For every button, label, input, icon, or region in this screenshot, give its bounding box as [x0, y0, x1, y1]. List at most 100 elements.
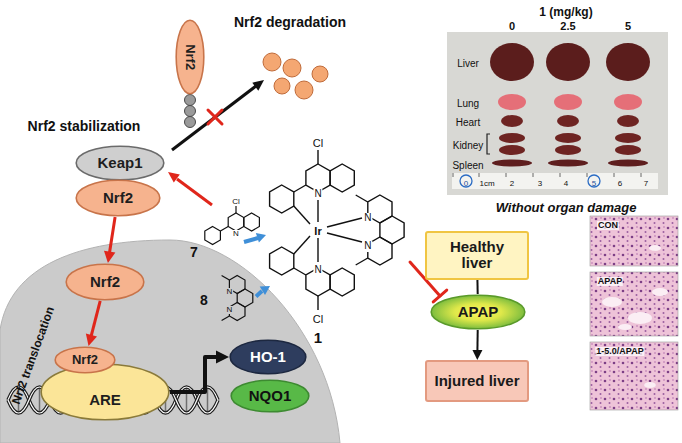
label-holder: Nrf2 stabilization	[27, 118, 142, 134]
label-holder: Cl	[312, 310, 324, 326]
organ-photo	[554, 94, 582, 110]
label-holder: 8	[199, 292, 209, 308]
ligand-arrow	[260, 286, 270, 295]
iridium-complex-structure	[330, 164, 354, 192]
block-cross	[208, 110, 222, 124]
connector-arrow	[472, 330, 482, 360]
annotation-label: 7	[189, 245, 199, 260]
degraded-fragments	[312, 66, 328, 82]
organ-photo	[555, 145, 581, 155]
histology-image	[590, 216, 678, 266]
histology-image	[590, 272, 678, 336]
degraded-fragments	[263, 53, 281, 71]
node-outline	[431, 295, 525, 329]
label-holder: 4	[563, 173, 569, 189]
organ-photo	[615, 145, 641, 155]
ligand-structure	[220, 227, 228, 232]
iridium-complex-structure	[327, 218, 362, 227]
organ-photo	[453, 173, 641, 177]
node-outline	[231, 380, 309, 412]
label-holder: 5	[591, 173, 597, 189]
node-text: Healthy liver	[433, 239, 521, 272]
degradation-arrow	[252, 80, 264, 91]
annotation-label: N	[363, 241, 372, 252]
histology-image	[644, 382, 656, 388]
annotation-label: Heart	[455, 118, 481, 129]
organ-photo	[499, 115, 641, 155]
annotation-label: 2	[509, 180, 515, 188]
node-text: ARE	[89, 392, 121, 409]
organ-photo	[555, 133, 581, 143]
label-holder: Spleen	[451, 156, 484, 172]
organ-photo	[614, 94, 642, 110]
node-text: Keap1	[97, 155, 142, 172]
label-holder: Nrf2 degradation	[233, 14, 347, 30]
organ-photo	[608, 160, 648, 167]
iridium-complex-structure	[317, 150, 318, 164]
iridium-complex-structure	[317, 198, 318, 222]
label-holder: N	[313, 260, 322, 276]
iridium-complex-structure	[270, 185, 294, 213]
organ-photo	[606, 43, 650, 81]
label-holder: Ir	[313, 222, 322, 238]
annotation-label: 7	[643, 180, 649, 188]
label-holder: N	[363, 208, 372, 224]
node-outline	[55, 347, 115, 373]
organ-photo	[499, 145, 525, 155]
label-holder: 6	[617, 173, 623, 189]
annotation-label: N	[363, 213, 372, 224]
gene-product-ellipse: HO-1	[229, 339, 307, 375]
drug-ellipse: APAP	[430, 294, 526, 330]
node-text: NQO1	[249, 388, 292, 405]
annotation-label: Liver	[456, 59, 480, 70]
connector-line	[476, 280, 478, 295]
degraded-fragments	[263, 53, 328, 99]
label-holder: 5	[624, 17, 632, 33]
organ-photo	[487, 134, 490, 154]
node-outline	[76, 180, 160, 216]
annotation-label: Ir	[313, 226, 322, 238]
state-box: Injured liver	[425, 360, 529, 402]
activation-arrow	[177, 179, 212, 205]
organ-photo	[546, 43, 590, 81]
state-box: Healthy liver	[425, 231, 529, 280]
connector-arrow	[477, 280, 478, 295]
ligand-structure	[222, 316, 230, 321]
annotation-label: APAP	[597, 277, 623, 286]
iridium-complex-structure	[294, 236, 310, 254]
annotation-label: Without organ damage	[495, 201, 638, 215]
node-outline	[230, 340, 306, 374]
ligand-structure	[244, 213, 260, 231]
organ-photo	[557, 115, 579, 127]
node-outline	[176, 20, 204, 94]
iridium-complex-structure	[356, 258, 368, 265]
annotation-label: Spleen	[451, 161, 484, 172]
ligand-structure	[222, 276, 230, 281]
iridium-complex-structure	[327, 233, 362, 242]
label-holder: 1 (mg/kg)	[538, 3, 593, 19]
activation-arrow	[168, 172, 212, 205]
annotation-label: 5	[624, 21, 632, 33]
node-text: Nrf2	[72, 353, 98, 367]
organ-photo	[447, 32, 668, 195]
iridium-complex-structure	[356, 195, 368, 202]
label-holder: Without organ damage	[495, 199, 638, 215]
arrow-head	[472, 350, 482, 360]
gene-product-ellipse: NQO1	[230, 379, 310, 413]
histology-image	[628, 312, 652, 324]
arrow-head	[104, 251, 115, 263]
ligand-structure	[205, 227, 221, 245]
label-holder: Cl	[312, 134, 324, 150]
annotation-label: N	[226, 306, 234, 314]
label-holder: 1	[313, 330, 323, 346]
annotation-label: CON	[597, 221, 619, 230]
annotation-label: 5	[591, 180, 597, 188]
iridium-complex-structure	[330, 268, 354, 296]
annotation-label: Cl	[231, 198, 241, 206]
annotation-label: N	[313, 265, 322, 276]
protein-ellipse: Nrf2	[175, 19, 205, 95]
organ-photo	[501, 115, 523, 127]
connector-line	[109, 217, 115, 254]
node-text: APAP	[458, 304, 499, 321]
